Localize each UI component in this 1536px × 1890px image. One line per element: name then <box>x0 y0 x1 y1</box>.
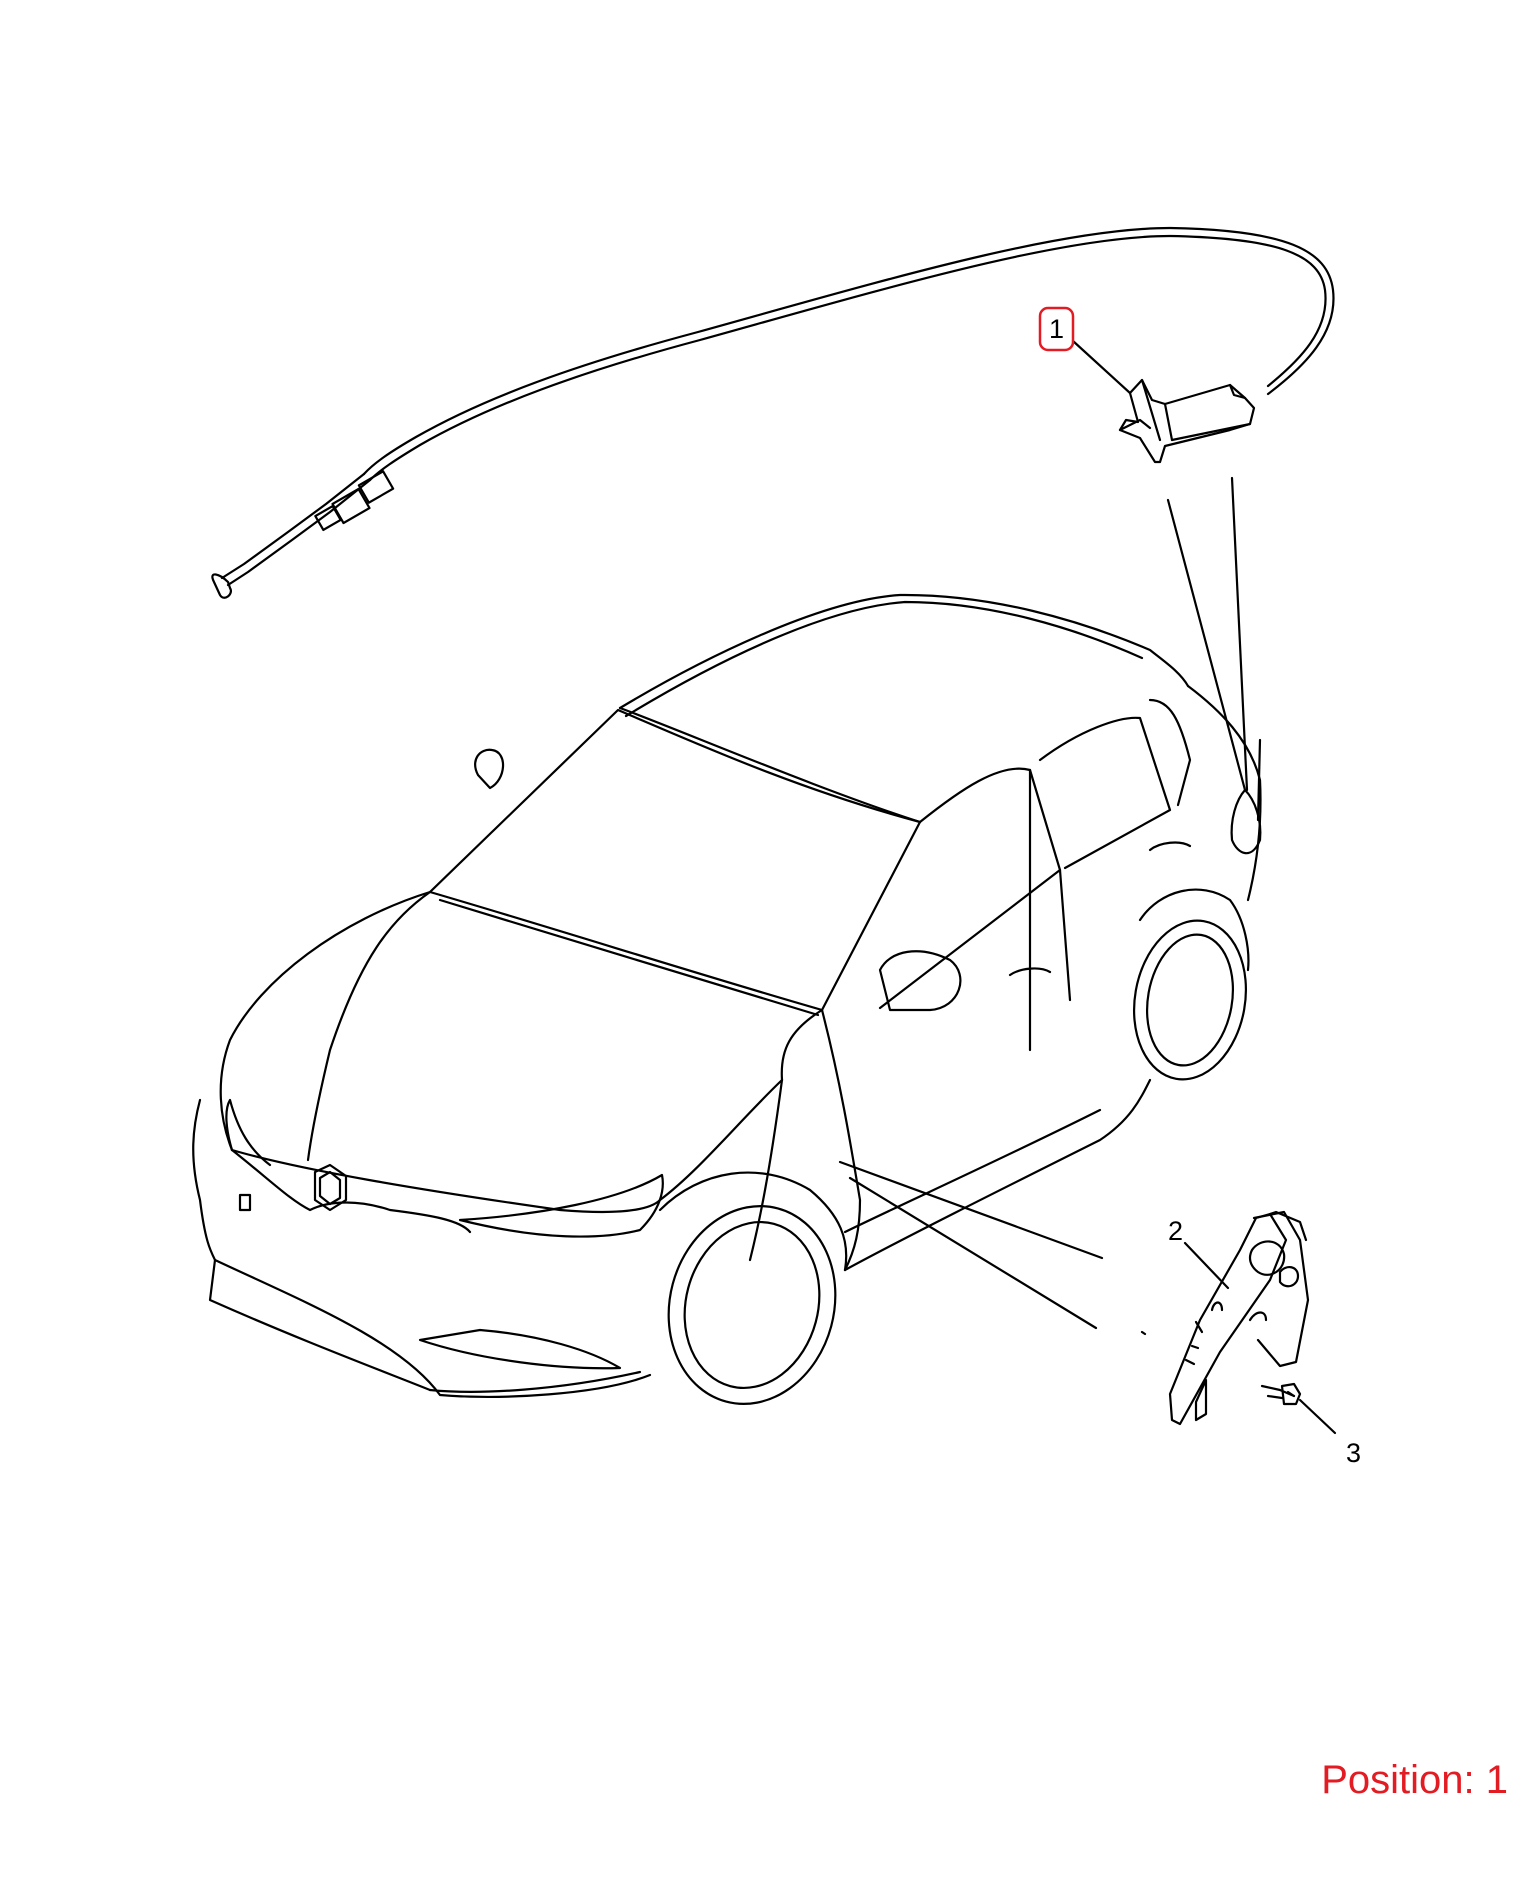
callout-leader-1 <box>1071 339 1132 395</box>
position-readout: Position: 1 <box>1321 1758 1508 1802</box>
callout-2[interactable]: 2 <box>1168 1216 1184 1246</box>
release-cable <box>211 226 1335 599</box>
callout-1[interactable]: 1 <box>1049 314 1065 344</box>
leader-line-latch-a <box>838 1160 1104 1260</box>
callout-1-highlight <box>1038 306 1075 352</box>
leader-line-latch-b <box>848 1176 1098 1330</box>
leader-line-handle-b <box>1230 476 1249 792</box>
callout-leader-3 <box>1298 1398 1337 1435</box>
leader-line-handle-a <box>1166 498 1247 792</box>
car-outline <box>192 593 1262 1405</box>
callout-leader-2 <box>1183 1241 1230 1290</box>
leader-line-latch-c <box>1140 1330 1147 1336</box>
bolt <box>1260 1382 1302 1406</box>
release-handle <box>1118 378 1256 464</box>
latch-assembly <box>1168 1210 1310 1426</box>
callout-3[interactable]: 3 <box>1346 1438 1362 1468</box>
